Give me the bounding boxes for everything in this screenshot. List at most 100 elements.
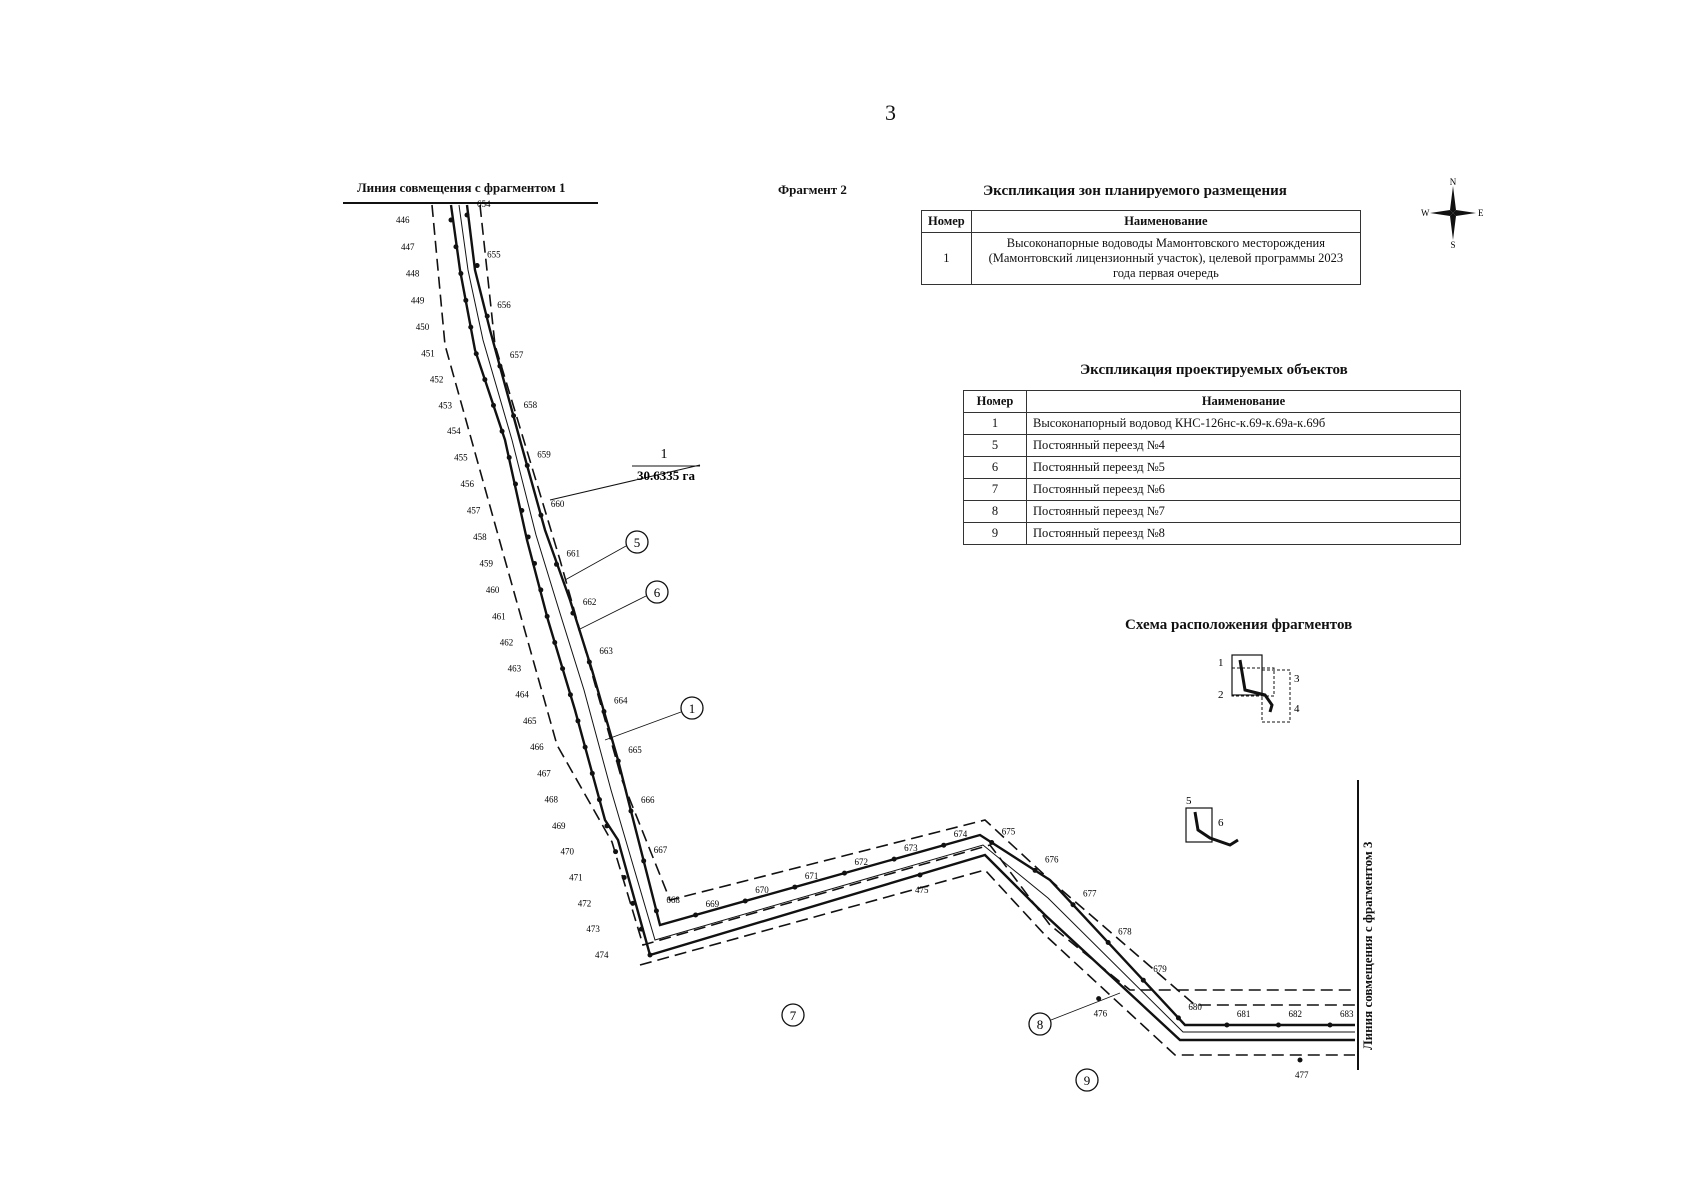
survey-point-label: 455 (454, 453, 468, 463)
callout-8-label: 8 (1037, 1017, 1044, 1032)
survey-point-label: 457 (467, 505, 481, 515)
scheme-label-1: 1 (1218, 657, 1224, 669)
col-number: Номер (921, 210, 972, 233)
line-right-label: Линия совмещения с фрагментом 3 (1360, 841, 1375, 1050)
survey-point-marker (1327, 1022, 1333, 1028)
compass-e: E (1478, 208, 1484, 218)
survey-point-marker (792, 884, 798, 890)
survey-point-label: 663 (599, 646, 613, 656)
survey-point-marker (519, 507, 525, 513)
compass-n: N (1450, 178, 1457, 187)
survey-point-label: 465 (523, 716, 537, 726)
survey-point-label: 683 (1340, 1009, 1354, 1019)
survey-point-marker (841, 870, 847, 876)
survey-point-marker (917, 872, 923, 878)
survey-point-marker (638, 926, 644, 932)
survey-point-marker (473, 351, 479, 357)
compass-s: S (1450, 240, 1455, 248)
survey-point-label: 461 (492, 611, 506, 621)
survey-point-marker (490, 402, 496, 408)
scheme-label-3: 3 (1294, 673, 1300, 685)
survey-point-marker (1105, 939, 1111, 945)
survey-point-marker (448, 217, 454, 223)
survey-point-marker (552, 640, 558, 646)
survey-point-marker (538, 512, 544, 518)
survey-point-marker (511, 413, 517, 419)
survey-point-label: 681 (1237, 1009, 1251, 1019)
survey-point-label: 680 (1188, 1002, 1202, 1012)
survey-point-marker (1175, 1015, 1181, 1021)
survey-point-marker (628, 808, 634, 814)
survey-point-label: 672 (854, 857, 868, 867)
survey-point-label: 656 (497, 300, 511, 310)
survey-point-marker (1224, 1022, 1230, 1028)
corridor-outer-right (479, 204, 1355, 1006)
compass-w: W (1421, 208, 1430, 218)
survey-point-label: 666 (641, 795, 655, 805)
survey-point-marker (891, 856, 897, 862)
callout-6 (645, 580, 669, 604)
survey-point-label: 671 (805, 871, 819, 881)
zones-table-title: Экспликация зон планируемого размещения (983, 183, 1287, 199)
survey-point-label: 682 (1288, 1009, 1302, 1019)
survey-point-label: 657 (510, 350, 524, 360)
survey-point-marker (570, 610, 576, 616)
survey-point-marker (641, 858, 647, 864)
survey-point-label: 476 (1094, 1009, 1108, 1019)
objects-table-title: Экспликация проектируемых объектов (1080, 362, 1348, 378)
survey-point-marker (463, 297, 469, 303)
callout-1-label: 1 (689, 701, 696, 716)
survey-point-label: 470 (561, 847, 575, 857)
line-top (343, 202, 598, 204)
survey-point-label: 667 (654, 845, 668, 855)
zone-area: 30.6335 га (637, 468, 695, 483)
line-right (1357, 780, 1359, 1070)
callout-8 (1028, 1012, 1052, 1036)
survey-point-marker (615, 758, 621, 764)
pipeline-axis-inner (458, 204, 1355, 1033)
zone-leader (549, 464, 701, 501)
survey-point-label: 449 (411, 295, 425, 305)
survey-point-marker (544, 613, 550, 619)
survey-point-marker (538, 587, 544, 593)
survey-point-label: 468 (544, 795, 558, 805)
survey-point-label: 477 (1295, 1070, 1309, 1080)
survey-point-marker (613, 849, 619, 855)
zone-number: 1 (661, 447, 668, 462)
survey-point-label: 458 (473, 532, 487, 542)
survey-point-label: 460 (486, 585, 500, 595)
survey-point-marker (742, 898, 748, 904)
survey-point-label: 679 (1153, 964, 1167, 974)
survey-point-label: 456 (461, 479, 475, 489)
survey-point-marker (1297, 1057, 1303, 1063)
survey-point-label: 447 (401, 242, 415, 252)
survey-point-label: 475 (915, 885, 929, 895)
survey-point-marker (596, 797, 602, 803)
survey-point-marker (630, 900, 636, 906)
pipeline-axis-right (465, 204, 1355, 1027)
survey-point-marker (468, 324, 474, 330)
survey-point-marker (582, 744, 588, 750)
survey-point-label: 469 (552, 821, 566, 831)
survey-point-label: 463 (508, 664, 522, 674)
survey-point-label: 459 (479, 558, 493, 568)
survey-point-marker (941, 842, 947, 848)
callout-1 (680, 696, 704, 720)
page-number: 3 (885, 100, 896, 125)
callout-7-label: 7 (790, 1008, 797, 1023)
fragment-title: Фрагмент 2 (778, 182, 847, 197)
survey-point-label: 474 (595, 950, 609, 960)
survey-point-label: 464 (515, 690, 529, 700)
survey-point-label: 454 (447, 426, 461, 436)
survey-point-marker (1275, 1022, 1281, 1028)
survey-point-label: 466 (530, 742, 544, 752)
survey-point-marker (567, 692, 573, 698)
survey-point-label: 448 (406, 269, 420, 279)
survey-point-marker (1140, 977, 1146, 983)
survey-point-label: 678 (1118, 926, 1132, 936)
survey-point-label: 453 (438, 400, 452, 410)
